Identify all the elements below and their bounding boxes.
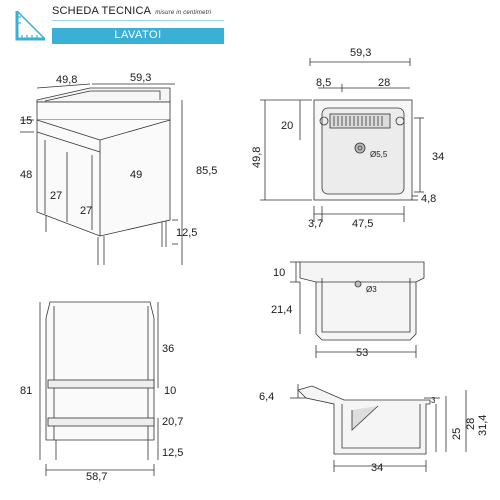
top-dim-side: 3,7	[308, 218, 323, 230]
profile-view	[290, 384, 467, 472]
ruler-square-icon	[15, 10, 46, 41]
side-dim-drain: Ø3	[366, 285, 377, 294]
dim-line-depth	[36, 83, 91, 89]
dim-legs: 12,5	[176, 227, 197, 239]
top-dim-offset: 8,5	[316, 77, 331, 89]
top-dim-bowl-width: 47,5	[352, 218, 373, 230]
frame-dim-lower-gap: 20,7	[162, 416, 183, 428]
dim-inner-depth: 49	[130, 169, 142, 181]
frame-dim-width: 58,7	[86, 471, 107, 483]
cabinet-frame-view	[39, 301, 159, 476]
profile-dim-height-inner: 25	[451, 428, 463, 440]
top-dim-depth: 49,8	[251, 147, 263, 168]
sheet-subtitle: misure in centimetri	[155, 10, 212, 16]
side-section-view	[290, 261, 425, 358]
side-dim-width: 53	[356, 347, 368, 359]
top-dim-ribs-depth: 20	[281, 120, 293, 132]
category-bar: LAVATOI	[52, 28, 224, 44]
dim-width: 59,3	[130, 72, 151, 84]
category-label: LAVATOI	[114, 29, 162, 41]
sheet-title-text: SCHEDA TECNICA	[52, 5, 152, 17]
dim-door-right: 27	[80, 205, 92, 217]
frame-dim-shelf: 10	[164, 385, 176, 397]
profile-dim-height-total: 31,4	[477, 415, 489, 436]
header-divider	[52, 20, 224, 21]
top-view	[260, 58, 424, 222]
front-cabinet-view	[20, 83, 183, 265]
profile-dim-wall: 3	[431, 396, 436, 405]
frame-dim-legs: 12,5	[162, 447, 183, 459]
top-dim-ribs-width: 28	[378, 77, 390, 89]
drain-icon	[354, 142, 366, 154]
dim-depth: 49,8	[56, 74, 77, 86]
side-dim-rim: 10	[273, 267, 285, 279]
frame-dim-height: 81	[20, 385, 32, 397]
dim-total-height: 85,5	[196, 165, 217, 177]
dim-door-left: 27	[50, 190, 62, 202]
top-dim-drain: Ø5,5	[370, 150, 388, 159]
side-dim-bowl-height: 21,4	[271, 304, 292, 316]
profile-dim-width: 34	[371, 462, 383, 474]
profile-dim-height-mid: 28	[465, 418, 477, 430]
frame-dim-top-gap: 36	[162, 343, 174, 355]
profile-dim-lip: 6,4	[259, 391, 274, 403]
dim-top-band: 15	[20, 115, 32, 127]
dim-doors-height: 48	[20, 169, 32, 181]
top-dim-rim: 4,8	[421, 193, 436, 205]
top-dim-width: 59,3	[350, 47, 371, 59]
top-dim-bowl-depth: 34	[432, 151, 444, 163]
